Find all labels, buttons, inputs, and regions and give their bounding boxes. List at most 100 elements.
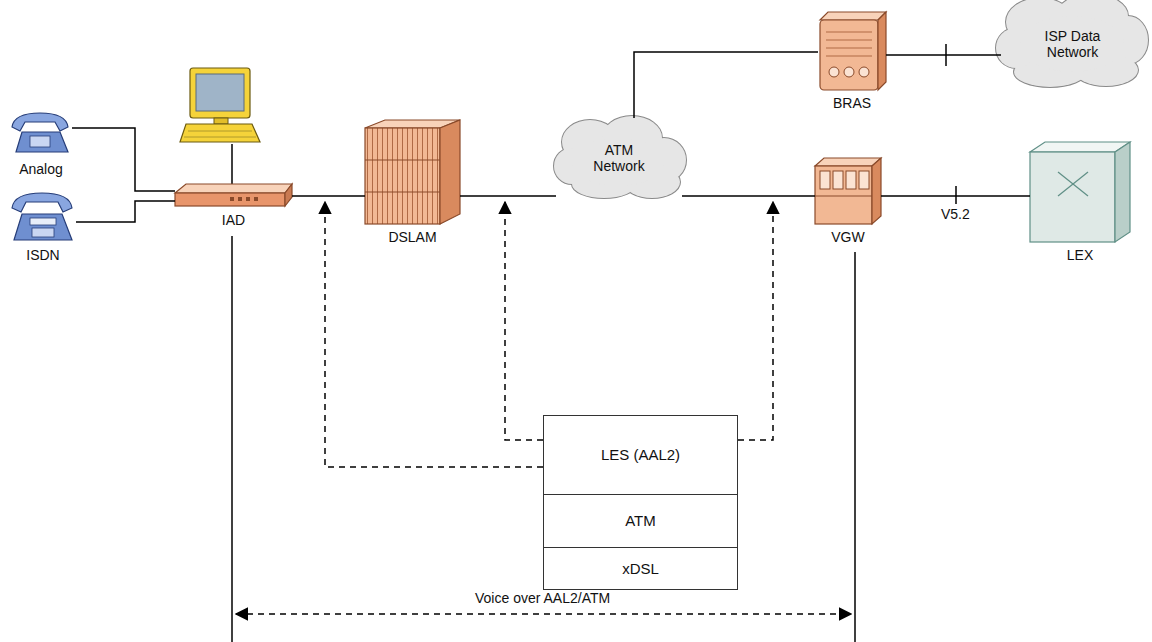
bras-device-icon: [820, 20, 878, 90]
analog-phone-icon: [12, 113, 68, 152]
isdn-phone-icon: [12, 193, 72, 240]
iad-device-icon: [238, 197, 242, 201]
connector-line: [682, 195, 815, 197]
analog-phone-icon: [30, 136, 50, 147]
device-node: VGW: [815, 158, 881, 224]
lex-switch-icon: [1058, 172, 1088, 196]
bras-device-icon: [878, 12, 886, 90]
dslam-rack-icon: [365, 160, 440, 161]
iad-device-icon: [246, 197, 250, 201]
phone-node: ISDN: [10, 190, 76, 242]
bras-device-icon: [826, 48, 872, 49]
connector-line: [292, 195, 365, 197]
node-label: DSLAM: [388, 229, 436, 245]
computer-icon: [184, 137, 256, 138]
isdn-phone-icon: [30, 218, 56, 225]
vgw-device-icon: [859, 171, 869, 189]
computer-icon: [190, 68, 250, 118]
dslam-rack-icon: [365, 192, 440, 193]
stack-band: xDSL: [543, 548, 738, 590]
iad-device-icon: [175, 184, 292, 206]
iad-device-icon: [175, 193, 285, 206]
vgw-device-icon: [815, 166, 872, 224]
lex-switch-icon: [1115, 142, 1130, 242]
iad-device-icon: [285, 184, 292, 206]
bras-device-icon: [826, 40, 872, 41]
reference-lines: [236, 613, 851, 615]
computer-icon: [180, 124, 260, 142]
lex-switch-icon: [1030, 142, 1130, 152]
reference-lines: [325, 202, 543, 467]
isdn-phone-icon: [32, 228, 54, 237]
vgw-device-icon: [820, 171, 830, 189]
iad-device-icon: [175, 184, 292, 193]
connector-line: [460, 195, 556, 197]
vgw-device-icon: [846, 171, 856, 189]
iad-device-icon: [254, 197, 258, 201]
dslam-rack-icon: [440, 120, 460, 224]
isp-cloud: [996, 0, 1148, 87]
cloud-node: ISP Data Network: [995, 0, 1150, 88]
bras-device-icon: [820, 12, 886, 90]
bras-device-icon: [859, 67, 869, 77]
computer-icon: [196, 74, 244, 111]
node-label: Analog: [19, 161, 63, 177]
lex-switch-icon: [1030, 152, 1115, 242]
node-label: IAD: [222, 212, 245, 228]
lex-switch-icon: [1030, 142, 1130, 242]
node-label: VGW: [831, 229, 864, 245]
atm-cloud: [572, 138, 664, 186]
lex-switch-icon: [1058, 172, 1088, 196]
node-text: LES (AAL2): [601, 446, 680, 463]
edge-label: V5.2: [939, 206, 972, 222]
bras-device-icon: [820, 12, 886, 20]
analog-phone-icon: [16, 132, 68, 152]
vgw-device-icon: [815, 158, 881, 224]
connector-line: [76, 201, 175, 222]
vgw-device-icon: [872, 158, 881, 224]
connector-line: [886, 54, 1001, 56]
switch-node: LEX: [1030, 142, 1130, 242]
vgw-device-icon: [815, 158, 881, 166]
reference-lines: [738, 202, 773, 440]
atm-cloud: [554, 116, 686, 198]
iad-device-icon: [230, 197, 234, 201]
stack-band: ATM: [543, 495, 738, 548]
connector-line: [72, 128, 175, 191]
node-label: ISDN: [26, 247, 59, 263]
bras-device-icon: [826, 56, 872, 57]
device-node: DSLAM: [365, 120, 460, 224]
isdn-phone-icon: [12, 193, 72, 212]
dslam-rack-icon: [365, 120, 460, 224]
reference-lines: [505, 202, 543, 440]
computer-icon: [188, 131, 252, 132]
node-text: ATM Network: [579, 142, 659, 174]
atm-cloud: [554, 116, 686, 198]
reference-lines: [232, 202, 855, 642]
bras-device-icon: [826, 32, 872, 33]
isdn-phone-icon: [14, 214, 72, 240]
computer-icon: [214, 118, 228, 124]
isp-cloud: [1020, 16, 1124, 72]
atm-cloud: [554, 116, 686, 198]
computer-icon: [180, 68, 260, 184]
node-text: ISP Data Network: [1023, 28, 1123, 60]
bras-device-icon: [829, 67, 839, 77]
reference-lines: [231, 236, 233, 642]
vgw-device-icon: [815, 196, 872, 197]
node-text: ATM: [625, 512, 656, 529]
interface-tick: [955, 186, 957, 204]
node-text: xDSL: [622, 560, 659, 577]
node-label: LEX: [1067, 247, 1093, 263]
stack-band: LES (AAL2): [543, 415, 738, 495]
node-label: BRAS: [833, 95, 871, 111]
analog-phone-icon: [12, 113, 68, 131]
device-node: IAD: [175, 183, 292, 207]
cloud-node: ATM Network: [552, 116, 686, 200]
computer-icon: [231, 144, 233, 184]
bras-device-icon: [844, 67, 854, 77]
isp-cloud: [996, 0, 1148, 87]
phone-node: Analog: [10, 112, 72, 156]
vgw-device-icon: [833, 171, 843, 189]
